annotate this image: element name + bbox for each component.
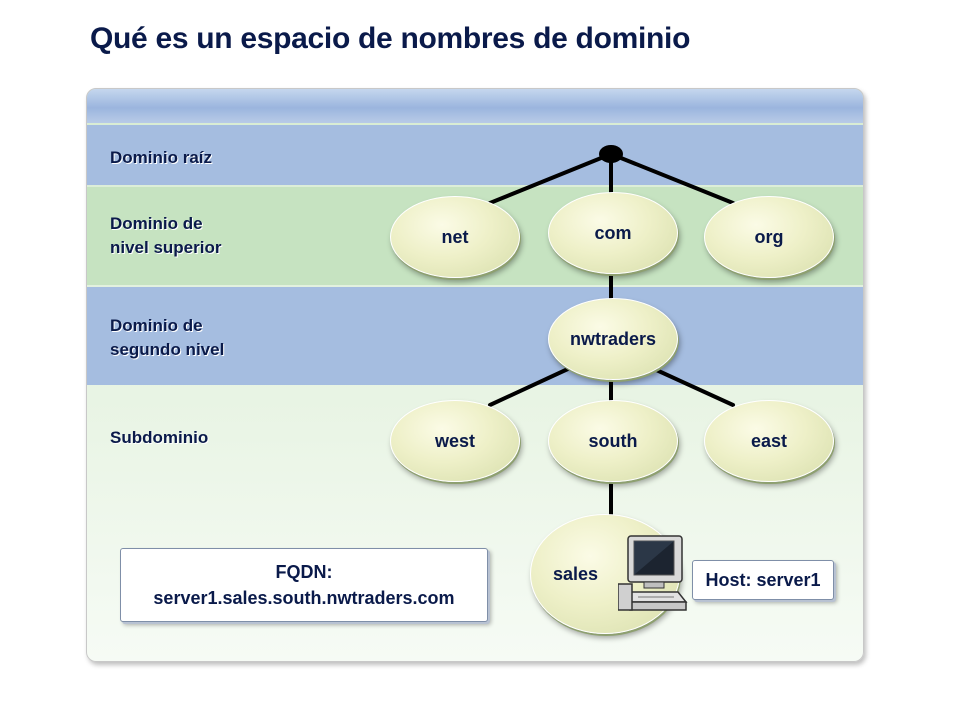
node-south: south	[548, 400, 678, 482]
level-label-root: Dominio raíz	[110, 148, 213, 167]
level-label-top: Dominio de nivel superior	[110, 214, 222, 257]
fqdn-callout: FQDN: server1.sales.south.nwtraders.com	[120, 548, 488, 622]
edge-nwtraders-east	[650, 366, 735, 407]
edge-root-net	[488, 152, 613, 205]
panel-header-bar	[87, 89, 863, 123]
domain-namespace-panel	[86, 88, 864, 662]
fqdn-label: FQDN:	[275, 562, 333, 582]
node-east: east	[704, 400, 834, 482]
level-label-second: Dominio de segundo nivel	[110, 316, 225, 359]
band-second-level-domain	[87, 287, 863, 385]
node-net: net	[390, 196, 520, 278]
level-label-sub: Subdominio	[110, 428, 209, 447]
node-west: west	[390, 400, 520, 482]
edge-nwtraders-west	[488, 366, 572, 407]
host-callout: Host: server1	[692, 560, 834, 600]
fqdn-value: server1.sales.south.nwtraders.com	[153, 588, 455, 608]
node-nwtraders: nwtraders	[548, 298, 678, 380]
band-root-domain	[87, 125, 863, 185]
computer-icon	[618, 535, 688, 611]
node-com: com	[548, 192, 678, 274]
edge-root-org	[609, 152, 735, 205]
page-title: Qué es un espacio de nombres de dominio	[90, 22, 691, 55]
root-node	[599, 145, 623, 163]
node-org: org	[704, 196, 834, 278]
